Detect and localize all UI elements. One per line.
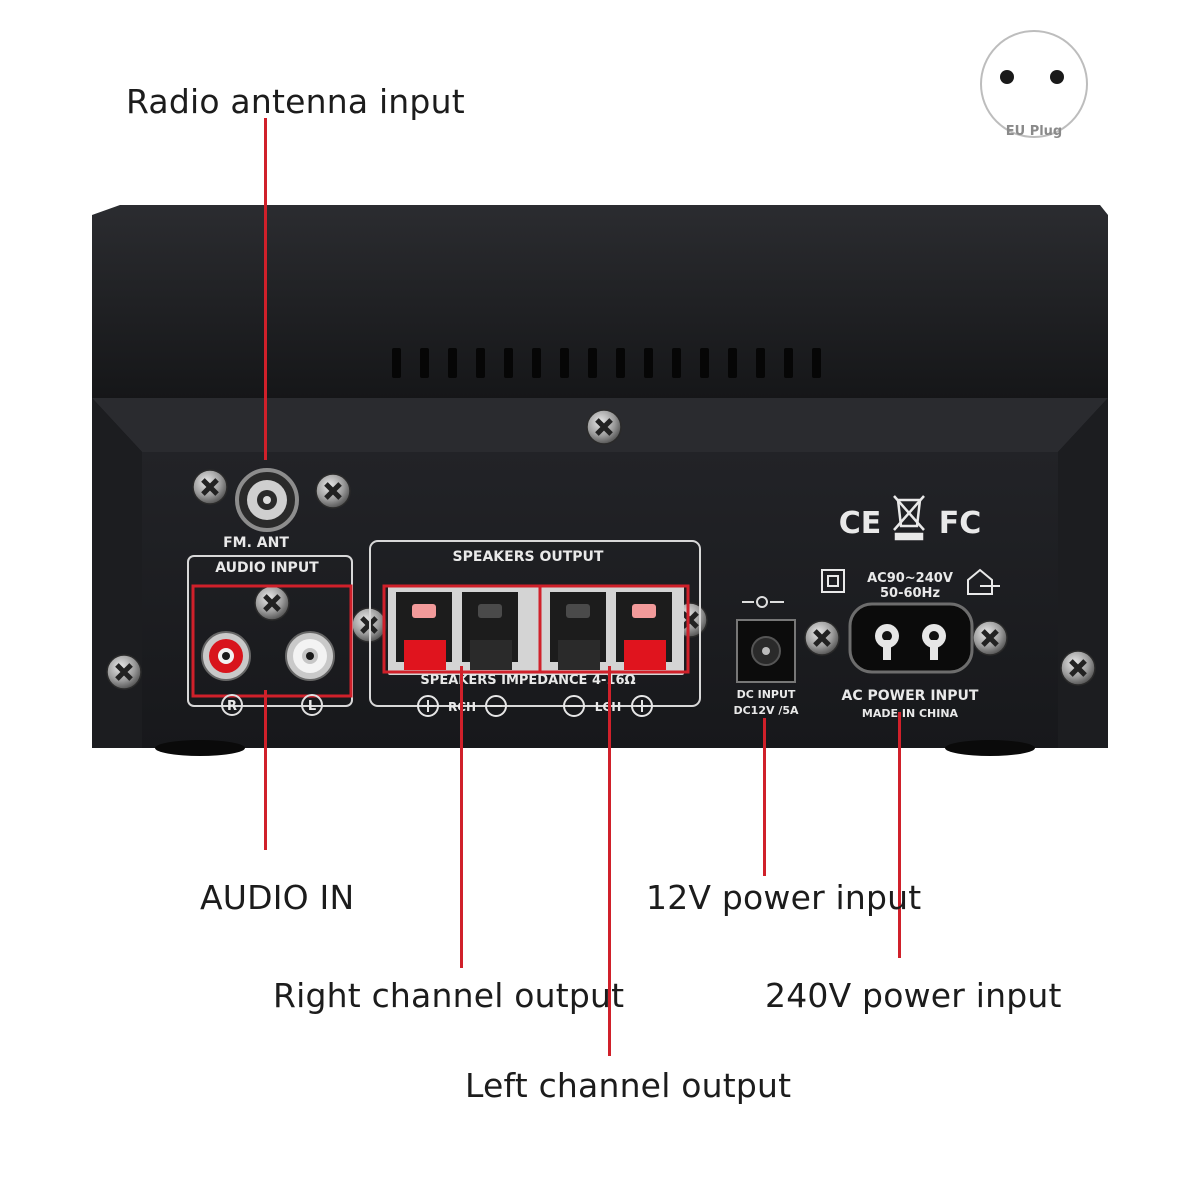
indoor-use-icon [967, 568, 1000, 595]
vent-slots [392, 348, 821, 378]
dc-input-label: DC INPUT [737, 688, 796, 701]
callout-12v-power-input: 12V power input [646, 878, 922, 917]
leader-radio-antenna [264, 118, 267, 460]
ac-rating-voltage: AC90~240V [867, 571, 953, 586]
eu-plug-badge: EU Plug [980, 30, 1088, 139]
leader-left-channel [608, 666, 611, 1056]
speaker-terminal-block [396, 592, 672, 670]
speakers-output-label: SPEAKERS OUTPUT [453, 549, 604, 565]
leader-audio-in [264, 690, 267, 850]
ce-mark: CE [839, 506, 882, 541]
double-insulation-icon [821, 569, 845, 593]
leader-12v [763, 718, 766, 876]
leader-right-channel [460, 666, 463, 968]
leader-240v [898, 712, 901, 958]
callout-audio-in: AUDIO IN [200, 878, 355, 917]
fm-ant-label: FM. ANT [223, 535, 289, 551]
plug-pin-icon [1000, 70, 1014, 84]
made-in-label: MADE IN CHINA [862, 707, 959, 720]
ac-rating-frequency: 50-60Hz [880, 586, 940, 601]
speakers-impedance-label: SPEAKERS IMPEDANCE 4-16Ω [420, 673, 635, 688]
weee-bin-icon [893, 495, 925, 541]
audio-input-label: AUDIO INPUT [215, 560, 319, 576]
dc-polarity-symbol [742, 596, 784, 608]
eu-plug-label: EU Plug [1005, 124, 1063, 139]
plug-pin-icon [1050, 70, 1064, 84]
ac-power-input-label: AC POWER INPUT [842, 688, 979, 704]
callout-240v-power-input: 240V power input [765, 976, 1062, 1015]
r-label: R [227, 699, 237, 714]
fc-mark: FC [939, 506, 982, 541]
fm-antenna-jack [235, 468, 299, 532]
rca-right-jack [201, 631, 251, 681]
callout-left-channel-output: Left channel output [465, 1066, 792, 1105]
ac-power-socket [848, 602, 974, 674]
l-label: L [308, 699, 316, 714]
callout-radio-antenna-input: Radio antenna input [126, 82, 465, 121]
dc-rating-label: DC12V /5A [733, 704, 799, 717]
callout-right-channel-output: Right channel output [273, 976, 625, 1015]
rca-left-jack [285, 631, 335, 681]
dc-power-jack [736, 619, 796, 683]
top-cover [92, 205, 1108, 400]
